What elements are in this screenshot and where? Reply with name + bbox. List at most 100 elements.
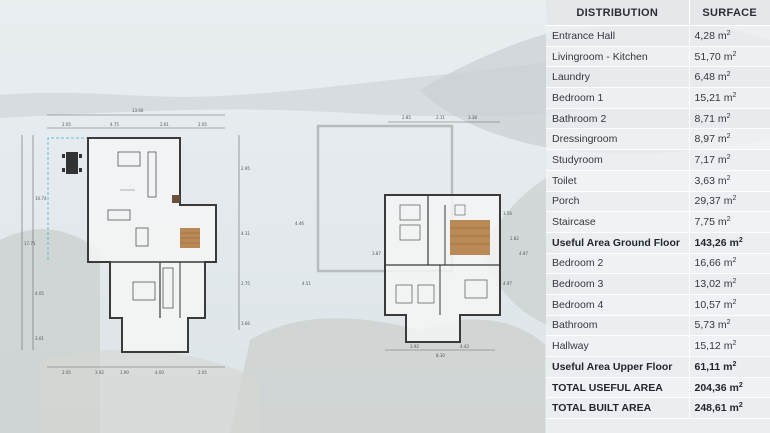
surface-value: 7,75 [694,216,715,229]
ground-dim-left-4: 17.71 [24,241,36,246]
upper-dim-side-5: 2.82 [510,236,519,241]
room-name: Bathroom 2 [546,108,689,130]
ground-dim-bottom-5: 2.05 [198,370,207,375]
room-name: Bedroom 1 [546,87,689,109]
table-row: Bedroom 3 13,02 m2 [546,273,770,295]
upper-dim-bottom-1: 3.92 [410,344,419,349]
upper-dim-side-6: 4.97 [519,251,528,256]
room-name: Useful Area Ground Floor [546,232,689,254]
surface-unit: m [729,381,739,394]
surface-unit-exponent: 2 [726,174,731,182]
surface-unit: m [717,112,727,125]
room-surface: 51,70 m2 [688,46,770,68]
room-name: Staircase [546,211,689,233]
surface-value: 10,57 [694,298,721,311]
surface-unit-exponent: 2 [732,340,737,348]
room-name: Studyroom [546,149,689,171]
room-surface: 15,21 m2 [688,87,770,109]
upper-dim-side-2: 4.51 [302,281,311,286]
upper-dim-bottom-2: 4.43 [460,344,469,349]
surface-unit: m [723,195,733,208]
ground-dim-bottom-2: 3.92 [95,370,104,375]
surface-value: 8,71 [694,112,715,125]
surface-unit-exponent: 2 [738,236,743,244]
ground-dim-left-2: 4.05 [35,291,44,296]
surface-unit: m [729,236,739,249]
surface-unit-exponent: 2 [738,381,743,389]
surface-unit: m [723,50,733,63]
surface-value: 3,63 [694,174,715,187]
ground-dim-right-1: 2.95 [241,166,250,171]
ground-dim-right-3: 2.75 [241,281,250,286]
ground-dim-top-3: 2.61 [160,122,169,127]
table-header-row: DISTRIBUTION SURFACE [546,0,770,26]
room-surface: 248,61 m2 [688,397,770,420]
upper-dim-side-7: 4.97 [503,281,512,286]
surface-unit: m [723,340,733,353]
room-name: TOTAL BUILT AREA [546,397,689,420]
room-name: Hallway [546,335,689,357]
room-name: Bedroom 3 [546,273,689,295]
room-surface: 8,71 m2 [688,108,770,130]
surface-unit: m [723,298,733,311]
room-name: Bedroom 4 [546,294,689,316]
upper-dim-side-1: 4.46 [295,221,304,226]
room-name: TOTAL USEFUL AREA [546,377,689,399]
room-surface: 5,73 m2 [688,315,770,337]
room-surface: 61,11 m2 [688,356,770,378]
room-name: Laundry [546,66,689,89]
surface-value: 8,97 [694,133,715,146]
ground-dim-top-4: 2.05 [198,122,207,127]
ground-dim-bottom-3: 1.90 [120,370,129,375]
surface-value: 7,17 [694,153,715,166]
surface-unit: m [729,402,739,415]
room-name: Bedroom 2 [546,253,689,275]
surface-value: 13,02 [694,278,721,291]
surface-value: 51,70 [694,50,721,63]
surface-unit: m [717,71,727,84]
surface-unit: m [723,360,733,373]
surface-unit-exponent: 2 [726,319,731,327]
surface-unit: m [723,278,733,291]
ground-dim-bottom-4: 4.00 [155,370,164,375]
surface-value: 248,61 [694,402,727,415]
surface-unit-exponent: 2 [732,278,737,286]
ground-floor-plan: 13.60 2.05 4.75 2.61 2.05 2.05 3.92 1.90… [21,108,250,375]
surface-unit-exponent: 2 [726,153,731,161]
room-name: Toilet [546,170,689,192]
surface-value: 29,37 [694,195,721,208]
surface-unit-exponent: 2 [726,112,731,120]
surface-unit-exponent: 2 [726,216,731,224]
room-name: Entrance Hall [546,25,689,47]
room-surface: 15,12 m2 [688,335,770,357]
room-surface: 4,28 m2 [688,25,770,47]
surface-unit-exponent: 2 [726,29,731,37]
room-surface: 8,97 m2 [688,128,770,151]
room-surface: 7,75 m2 [688,211,770,233]
surface-unit-exponent: 2 [726,71,731,79]
room-name: Livingroom - Kitchen [546,46,689,68]
ground-dim-bottom-1: 2.05 [62,370,71,375]
surface-unit-exponent: 2 [732,195,737,203]
surface-unit-exponent: 2 [732,360,737,368]
surface-unit: m [723,257,733,270]
surface-value: 6,48 [694,71,715,84]
ground-dim-top-2: 4.75 [110,122,119,127]
distribution-header: DISTRIBUTION [546,0,689,26]
surface-unit-exponent: 2 [732,257,737,265]
room-surface: 7,17 m2 [688,149,770,171]
upper-dim-side-3: 3.87 [372,251,381,256]
room-surface: 10,57 m2 [688,294,770,316]
surface-value: 204,36 [694,381,727,394]
surface-header: SURFACE [688,0,770,26]
ground-dim-right-2: 4.31 [241,231,250,236]
